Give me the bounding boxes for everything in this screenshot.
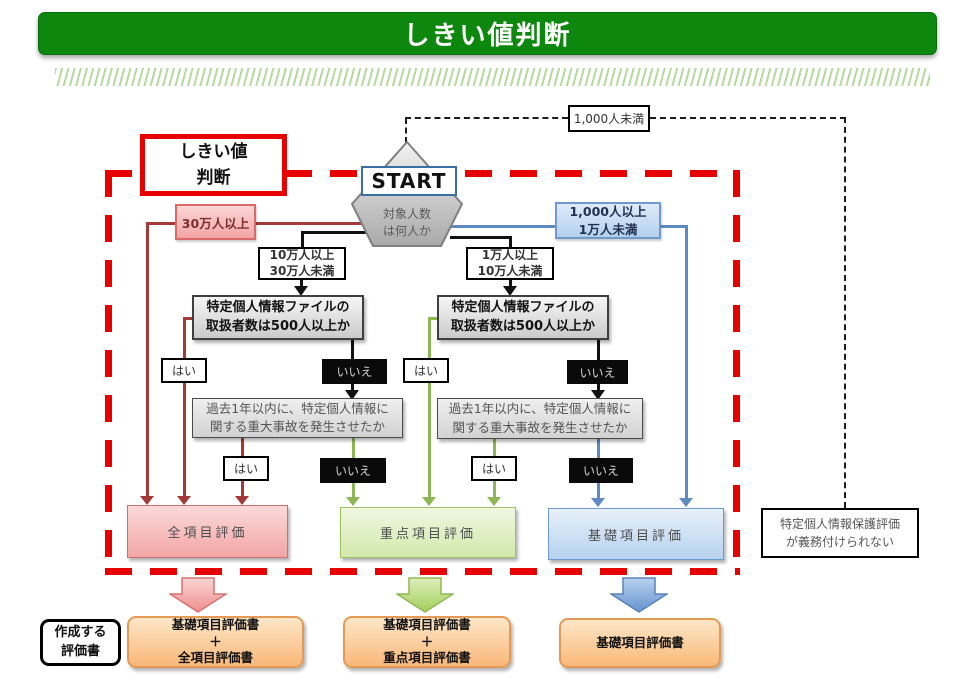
- dashed-connector-down: [844, 117, 846, 508]
- arrowhead-red-3: [235, 496, 249, 505]
- answer-no-1-left: いいえ: [322, 359, 387, 384]
- hatched-divider: [55, 68, 930, 86]
- output-full-docs: 基礎項目評価書 ＋ 全項目評価書: [127, 616, 304, 668]
- question-accident-right: 過去1年以内に、特定個人情報に 関する重大事故を発生させたか: [437, 398, 643, 439]
- arrowhead-green-3: [487, 497, 501, 506]
- result-basic-assessment: 基礎項目評価: [548, 508, 724, 560]
- arrowhead-red-2: [177, 496, 191, 505]
- dashed-connector-right2: [650, 117, 846, 119]
- branch-over-300k: 30万人以上: [175, 204, 256, 240]
- arrowhead-blue-1: [591, 498, 605, 507]
- branch-1k-10k: 1,000人以上 1万人未満: [555, 202, 661, 239]
- line-yes1R-v: [428, 317, 431, 502]
- red-frame-right: [733, 170, 740, 575]
- block-arrow-pink: [167, 577, 229, 618]
- line-100k300k-arrow: [300, 279, 303, 288]
- result-priority-assessment: 重点項目評価: [340, 507, 516, 558]
- line-10k100k-v: [509, 236, 512, 248]
- start-question: 対象人数 は何人か: [382, 206, 431, 238]
- line-10k100k-arrow: [509, 279, 512, 288]
- block-arrow-green: [394, 577, 456, 618]
- threshold-label: しきい値 判断: [140, 134, 287, 196]
- line-100k300k-h: [301, 231, 369, 234]
- arrowhead-red-1: [140, 496, 154, 505]
- exempt-note: 特定個人情報保護評価 が義務付けられない: [761, 508, 919, 558]
- output-priority-docs: 基礎項目評価書 ＋ 重点項目評価書: [343, 616, 511, 668]
- question-handlers500-right: 特定個人情報ファイルの 取扱者数は500人以上か: [437, 295, 609, 340]
- branch-10k-100k: 1万人以上 10万人未満: [466, 247, 554, 280]
- line-yes1L-stub: [183, 317, 193, 320]
- answer-no-1-right: いいえ: [567, 360, 628, 384]
- output-documents-label: 作成する 評価書: [40, 619, 121, 666]
- arrowhead-green-2: [346, 497, 360, 506]
- line-yes1L-v: [183, 317, 186, 499]
- result-full-assessment: 全項目評価: [127, 505, 288, 558]
- arrowhead-black-1: [294, 286, 308, 296]
- line-over300k-h: [146, 222, 369, 225]
- arrowhead-black-3: [345, 390, 359, 400]
- question-handlers500-left: 特定個人情報ファイルの 取扱者数は500人以上か: [192, 295, 364, 340]
- block-arrow-blue: [608, 577, 670, 618]
- arrowhead-blue-2: [679, 498, 693, 507]
- arrowhead-green-1: [422, 497, 436, 506]
- answer-yes-2-right: はい: [471, 456, 517, 481]
- answer-yes-2-left: はい: [223, 456, 269, 481]
- line-over300k-v: [146, 222, 149, 499]
- line-100k300k-v: [301, 231, 304, 248]
- line-10k100k-h: [450, 236, 511, 239]
- line-1k10k-v: [685, 225, 688, 501]
- answer-yes-1-right: はい: [403, 358, 449, 383]
- output-basic-docs: 基礎項目評価書: [559, 618, 721, 668]
- branch-under-1000: 1,000人未満: [568, 105, 650, 132]
- answer-yes-1-left: はい: [161, 358, 207, 383]
- red-frame-bottom: [105, 568, 740, 575]
- red-frame-left: [105, 170, 112, 575]
- arrowhead-black-2: [503, 286, 517, 296]
- answer-no-2-right: いいえ: [569, 458, 633, 483]
- line-yes1R-stub: [428, 317, 438, 320]
- start-label: START: [361, 166, 457, 196]
- dashed-connector-right1: [405, 117, 568, 119]
- branch-100k-300k: 10万人以上 30万人未満: [258, 247, 346, 280]
- answer-no-2-left: いいえ: [320, 458, 386, 483]
- dashed-connector-up: [405, 118, 407, 143]
- page-title: しきい値判断: [38, 12, 937, 55]
- question-accident-left: 過去1年以内に、特定個人情報に 関する重大事故を発生させたか: [192, 398, 403, 438]
- arrowhead-black-4: [591, 390, 605, 400]
